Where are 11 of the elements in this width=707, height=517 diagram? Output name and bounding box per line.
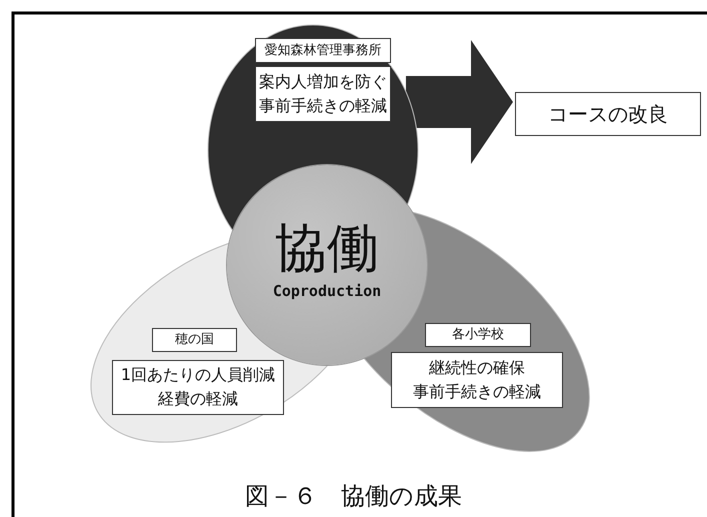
block-arrow	[406, 40, 513, 164]
label-box: 穂の国	[152, 328, 237, 352]
text-box: 継続性の確保 事前手続きの軽減	[390, 352, 563, 408]
subtitle-text: Coproduction	[272, 282, 382, 300]
label-box: コースの改良	[515, 92, 701, 136]
text-box: 1回あたりの人員削減 経費の軽減	[112, 360, 284, 415]
title-text: 協働	[275, 220, 379, 278]
text-box: 案内人増加を防ぐ 事前手続きの軽減	[255, 66, 391, 122]
label-box: 各小学校	[424, 322, 531, 347]
label-box: 愛知森林管理事務所	[255, 38, 391, 63]
caption: 図－６ 協働の成果	[244, 481, 463, 512]
